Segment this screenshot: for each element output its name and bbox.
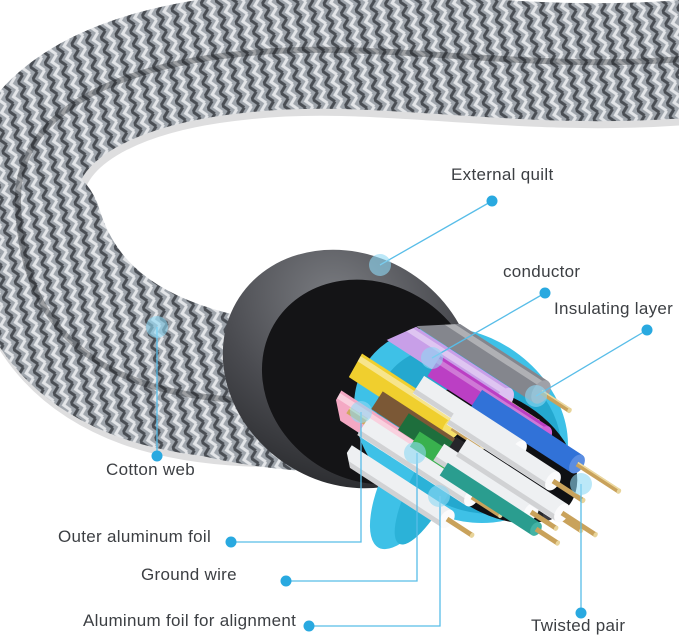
label-cotton-web: Cotton web bbox=[106, 460, 195, 479]
leader-outer-aluminum-foil bbox=[231, 412, 362, 543]
label-dot-external-quilt bbox=[486, 195, 498, 207]
target-dot-conductor bbox=[421, 347, 443, 369]
label-dot-conductor bbox=[539, 287, 551, 299]
label-outer-aluminum-foil: Outer aluminum foil bbox=[58, 527, 212, 546]
wire-white bbox=[455, 438, 598, 538]
leader-external-quilt bbox=[379, 200, 493, 266]
leader-conductor bbox=[431, 292, 546, 359]
wire-white bbox=[340, 445, 475, 538]
label-dot-twisted-pair bbox=[575, 607, 587, 619]
target-dot-external-quilt bbox=[369, 254, 391, 276]
target-dots bbox=[146, 254, 592, 507]
target-dot-ground-wire bbox=[404, 442, 426, 464]
braid-seam bbox=[14, 46, 679, 405]
wire-blue bbox=[470, 389, 622, 494]
label-aluminum-foil-for-alignment: Aluminum foil for alignment bbox=[83, 611, 297, 630]
label-insulating-layer: Insulating layer bbox=[554, 299, 674, 318]
label-twisted-pair: Twisted pair bbox=[531, 616, 626, 635]
target-dot-insulating-layer bbox=[525, 385, 547, 407]
target-dot-outer-aluminum-foil bbox=[350, 401, 372, 423]
target-dot-aluminum-foil-for-alignment bbox=[428, 485, 450, 507]
label-dots bbox=[151, 195, 653, 632]
target-dot-cotton-web bbox=[146, 316, 168, 338]
leader-lines bbox=[156, 200, 648, 627]
label-dot-cotton-web bbox=[151, 450, 163, 462]
target-dot-twisted-pair bbox=[570, 473, 592, 495]
label-external-quilt: External quilt bbox=[451, 165, 554, 184]
leader-insulating-layer bbox=[535, 329, 648, 397]
label-dot-ground-wire bbox=[280, 575, 292, 587]
label-dot-insulating-layer bbox=[641, 324, 653, 336]
wire-teal bbox=[439, 462, 561, 546]
wire-white bbox=[446, 406, 586, 504]
label-conductor: conductor bbox=[503, 262, 581, 281]
label-dot-aluminum-foil-for-alignment bbox=[303, 620, 315, 632]
label-dot-outer-aluminum-foil bbox=[225, 536, 237, 548]
leader-ground-wire bbox=[286, 453, 418, 582]
label-ground-wire: Ground wire bbox=[141, 565, 237, 584]
leader-aluminum-foil-for-alignment bbox=[309, 496, 441, 627]
